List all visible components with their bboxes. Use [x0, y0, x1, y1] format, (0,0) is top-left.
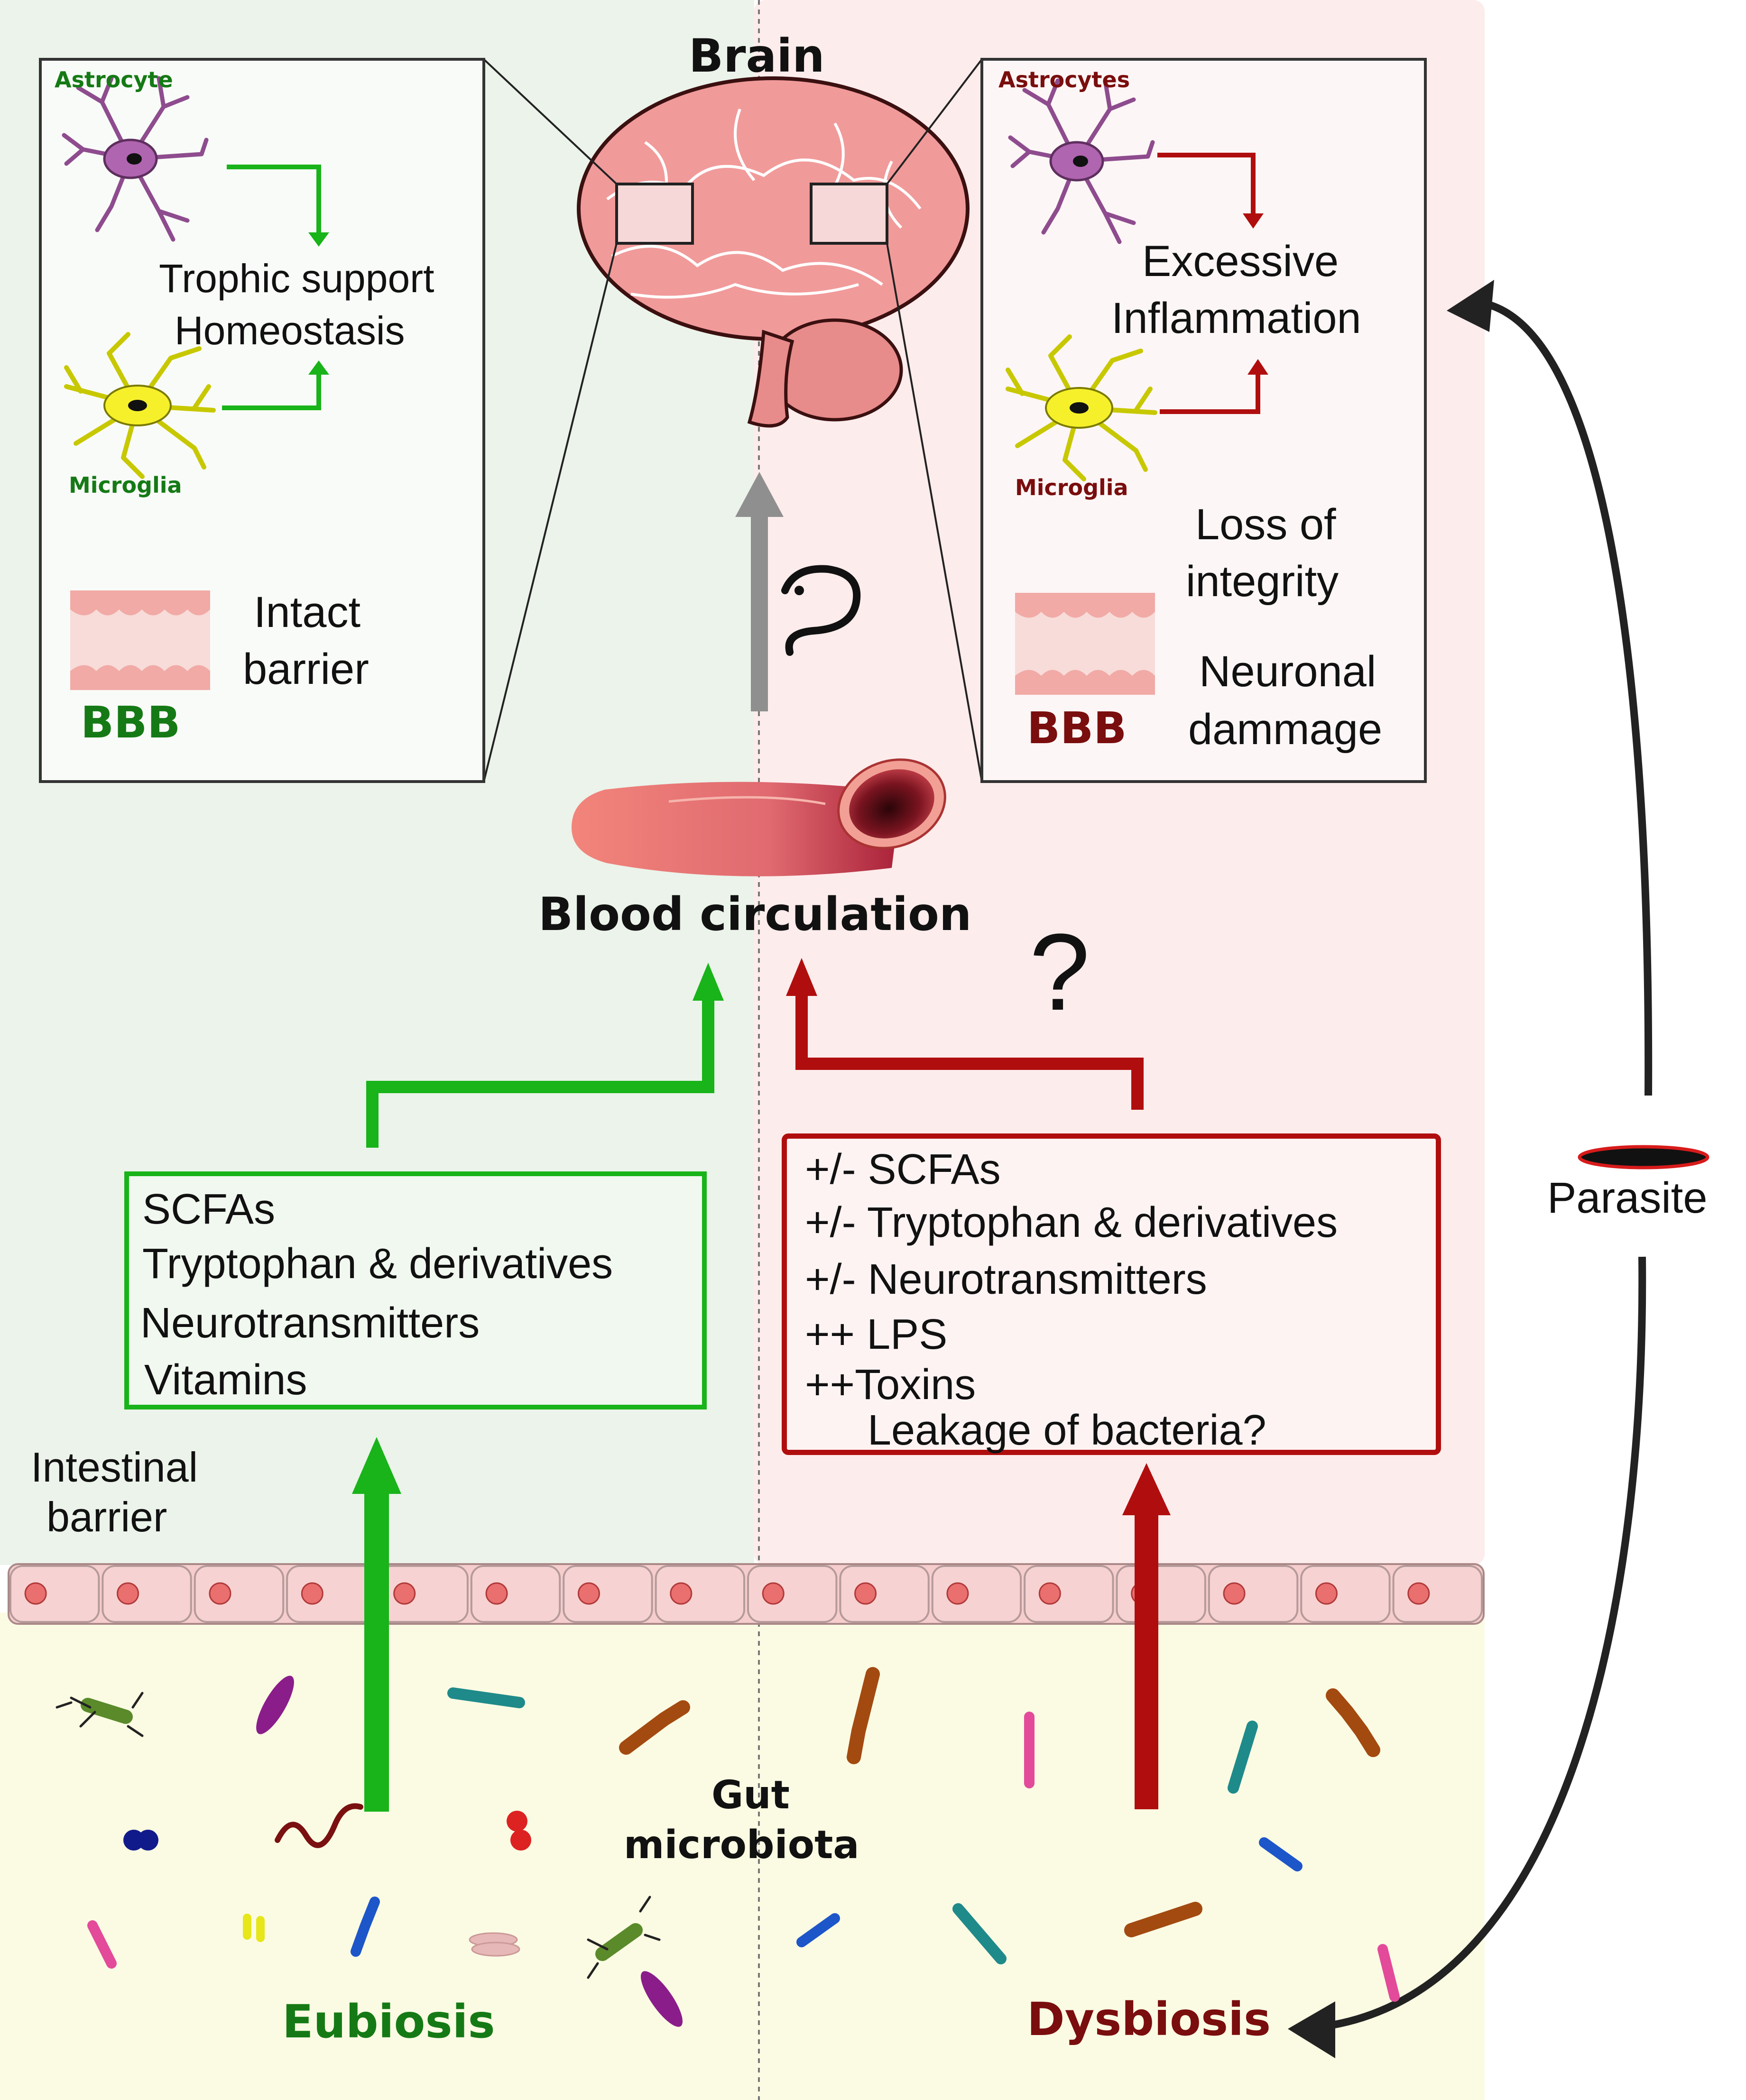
cell-nucleus	[117, 1582, 139, 1605]
eubiosis-metabolites-box: SCFAs Tryptophan & derivatives Neurotran…	[124, 1171, 707, 1409]
epithelial-cell-icon	[378, 1565, 469, 1623]
epithelial-cell-icon	[931, 1565, 1022, 1623]
blood-circulation-label: Blood circulation	[538, 888, 972, 941]
parasite-arrow-head-bottom	[1288, 2001, 1335, 2058]
microbiota-label: microbiota	[624, 1823, 859, 1868]
epithelial-cell-icon	[286, 1565, 377, 1623]
cell-nucleus	[209, 1582, 231, 1605]
metabolite-item: Neurotransmitters	[140, 1299, 480, 1347]
epithelial-cell-icon	[747, 1565, 838, 1623]
cell-nucleus	[762, 1582, 785, 1605]
parasite-icon	[1578, 1145, 1709, 1170]
epithelial-cell-icon	[9, 1565, 100, 1623]
eubiosis-label: Eubiosis	[282, 1995, 495, 2048]
epithelial-cell-icon	[470, 1565, 561, 1623]
excessive-text: Excessive	[1142, 237, 1339, 286]
epithelial-cell-icon	[1300, 1565, 1391, 1623]
epithelial-cell-icon	[655, 1565, 745, 1623]
metabolite-item: Tryptophan & derivatives	[142, 1240, 613, 1288]
homeostasis-text: Homeostasis	[175, 308, 405, 353]
loss-of-text: Loss of	[1195, 500, 1336, 549]
grey-arrow-head	[735, 472, 784, 517]
metabolite-item: +/- SCFAs	[805, 1146, 1001, 1193]
epithelial-cell-icon	[563, 1565, 653, 1623]
blood-vessel-icon	[572, 758, 946, 876]
cell-nucleus	[1407, 1582, 1430, 1605]
cell-nucleus	[670, 1582, 693, 1605]
cell-nucleus	[1315, 1582, 1338, 1605]
trophic-support-text: Trophic support	[159, 256, 434, 301]
cell-nucleus	[577, 1582, 600, 1605]
cell-nucleus	[1038, 1582, 1061, 1605]
cell-nucleus	[1223, 1582, 1246, 1605]
epithelial-cell-icon	[102, 1565, 192, 1623]
epithelial-cell-icon	[1392, 1565, 1483, 1623]
brain-icon	[577, 76, 970, 428]
metabolite-item: ++ LPS	[805, 1311, 948, 1358]
astrocyte-cell-icon	[62, 76, 209, 242]
epithelial-cell-icon	[1116, 1565, 1206, 1623]
bbb-label-left: BBB	[81, 697, 181, 748]
intestinal-barrier-cells	[8, 1563, 1485, 1625]
microglia-label-right: Microglia	[1015, 475, 1128, 500]
barrier-text: barrier	[243, 645, 369, 693]
bbb-barrier-icon	[70, 590, 210, 690]
astrocyte-label: Astrocyte	[55, 67, 173, 92]
intact-text: Intact	[254, 588, 361, 636]
cell-nucleus	[24, 1582, 47, 1605]
microglia-label: Microglia	[69, 472, 182, 498]
cell-nucleus	[301, 1582, 323, 1605]
brain-zoom-right	[810, 183, 888, 245]
bacteria-icon	[55, 1667, 1400, 2027]
microglia-cell-icon	[1006, 334, 1157, 481]
question-curl	[781, 565, 861, 656]
gut-label: Gut	[711, 1773, 790, 1818]
cell-nucleus	[393, 1582, 416, 1605]
cell-nucleus	[946, 1582, 969, 1605]
intestinal-label: Intestinal	[31, 1444, 198, 1491]
bbb-label-right: BBB	[1027, 703, 1127, 754]
gut-lumen-background	[0, 1612, 1485, 2100]
metabolite-item: +/- Tryptophan & derivatives	[805, 1199, 1338, 1246]
dysbiosis-metabolites-box: +/- SCFAs +/- Tryptophan & derivatives +…	[782, 1133, 1441, 1455]
inflammation-text: Inflammation	[1111, 294, 1361, 342]
question-mark: ?	[1029, 911, 1090, 1033]
astrocytes-label: Astrocytes	[998, 67, 1130, 92]
metabolite-item: Leakage of bacteria?	[868, 1407, 1266, 1454]
barrier-label: barrier	[46, 1493, 167, 1540]
brain-zoom-left	[615, 183, 694, 245]
bbb-barrier-icon	[1015, 593, 1155, 695]
integrity-text: integrity	[1186, 557, 1339, 606]
brain-title: Brain	[689, 29, 825, 83]
metabolite-item: Vitamins	[144, 1356, 307, 1404]
neuronal-text: Neuronal	[1199, 647, 1376, 696]
cell-nucleus	[854, 1582, 877, 1605]
epithelial-cell-icon	[1024, 1565, 1114, 1623]
metabolite-item: +/- Neurotransmitters	[805, 1256, 1207, 1303]
parasite-label: Parasite	[1547, 1174, 1708, 1222]
metabolite-item: SCFAs	[142, 1186, 276, 1233]
epithelial-cell-icon	[1208, 1565, 1299, 1623]
cell-nucleus	[485, 1582, 508, 1605]
metabolite-item: ++Toxins	[805, 1361, 976, 1409]
epithelial-cell-icon	[839, 1565, 930, 1623]
astrocyte-cell-icon	[1008, 78, 1155, 244]
epithelial-cell-icon	[194, 1565, 285, 1623]
microglia-cell-icon	[64, 332, 216, 479]
dysbiosis-label: Dysbiosis	[1027, 1993, 1271, 2046]
dammage-text: dammage	[1188, 705, 1383, 754]
parasite-arrow-head-top	[1447, 280, 1494, 332]
